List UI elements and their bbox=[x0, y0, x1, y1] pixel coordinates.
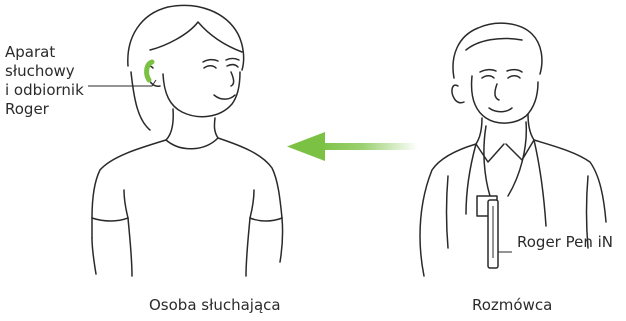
device-label-line-4: Roger bbox=[5, 100, 100, 119]
speaker-caption: Rozmówca bbox=[472, 296, 552, 315]
listener-caption: Osoba słuchająca bbox=[149, 296, 281, 315]
roger-pen-device bbox=[477, 196, 498, 268]
device-label-line-3: i odbiornik bbox=[5, 81, 100, 100]
listener-figure bbox=[92, 5, 283, 276]
device-label: Aparat słuchowy i odbiornik Roger bbox=[5, 43, 100, 119]
device-label-line-2: słuchowy bbox=[5, 62, 100, 81]
device-label-line-1: Aparat bbox=[5, 43, 100, 62]
hearing-aid-icon bbox=[147, 62, 152, 80]
pen-label: Roger Pen iN bbox=[517, 233, 613, 252]
signal-arrow bbox=[287, 132, 418, 161]
